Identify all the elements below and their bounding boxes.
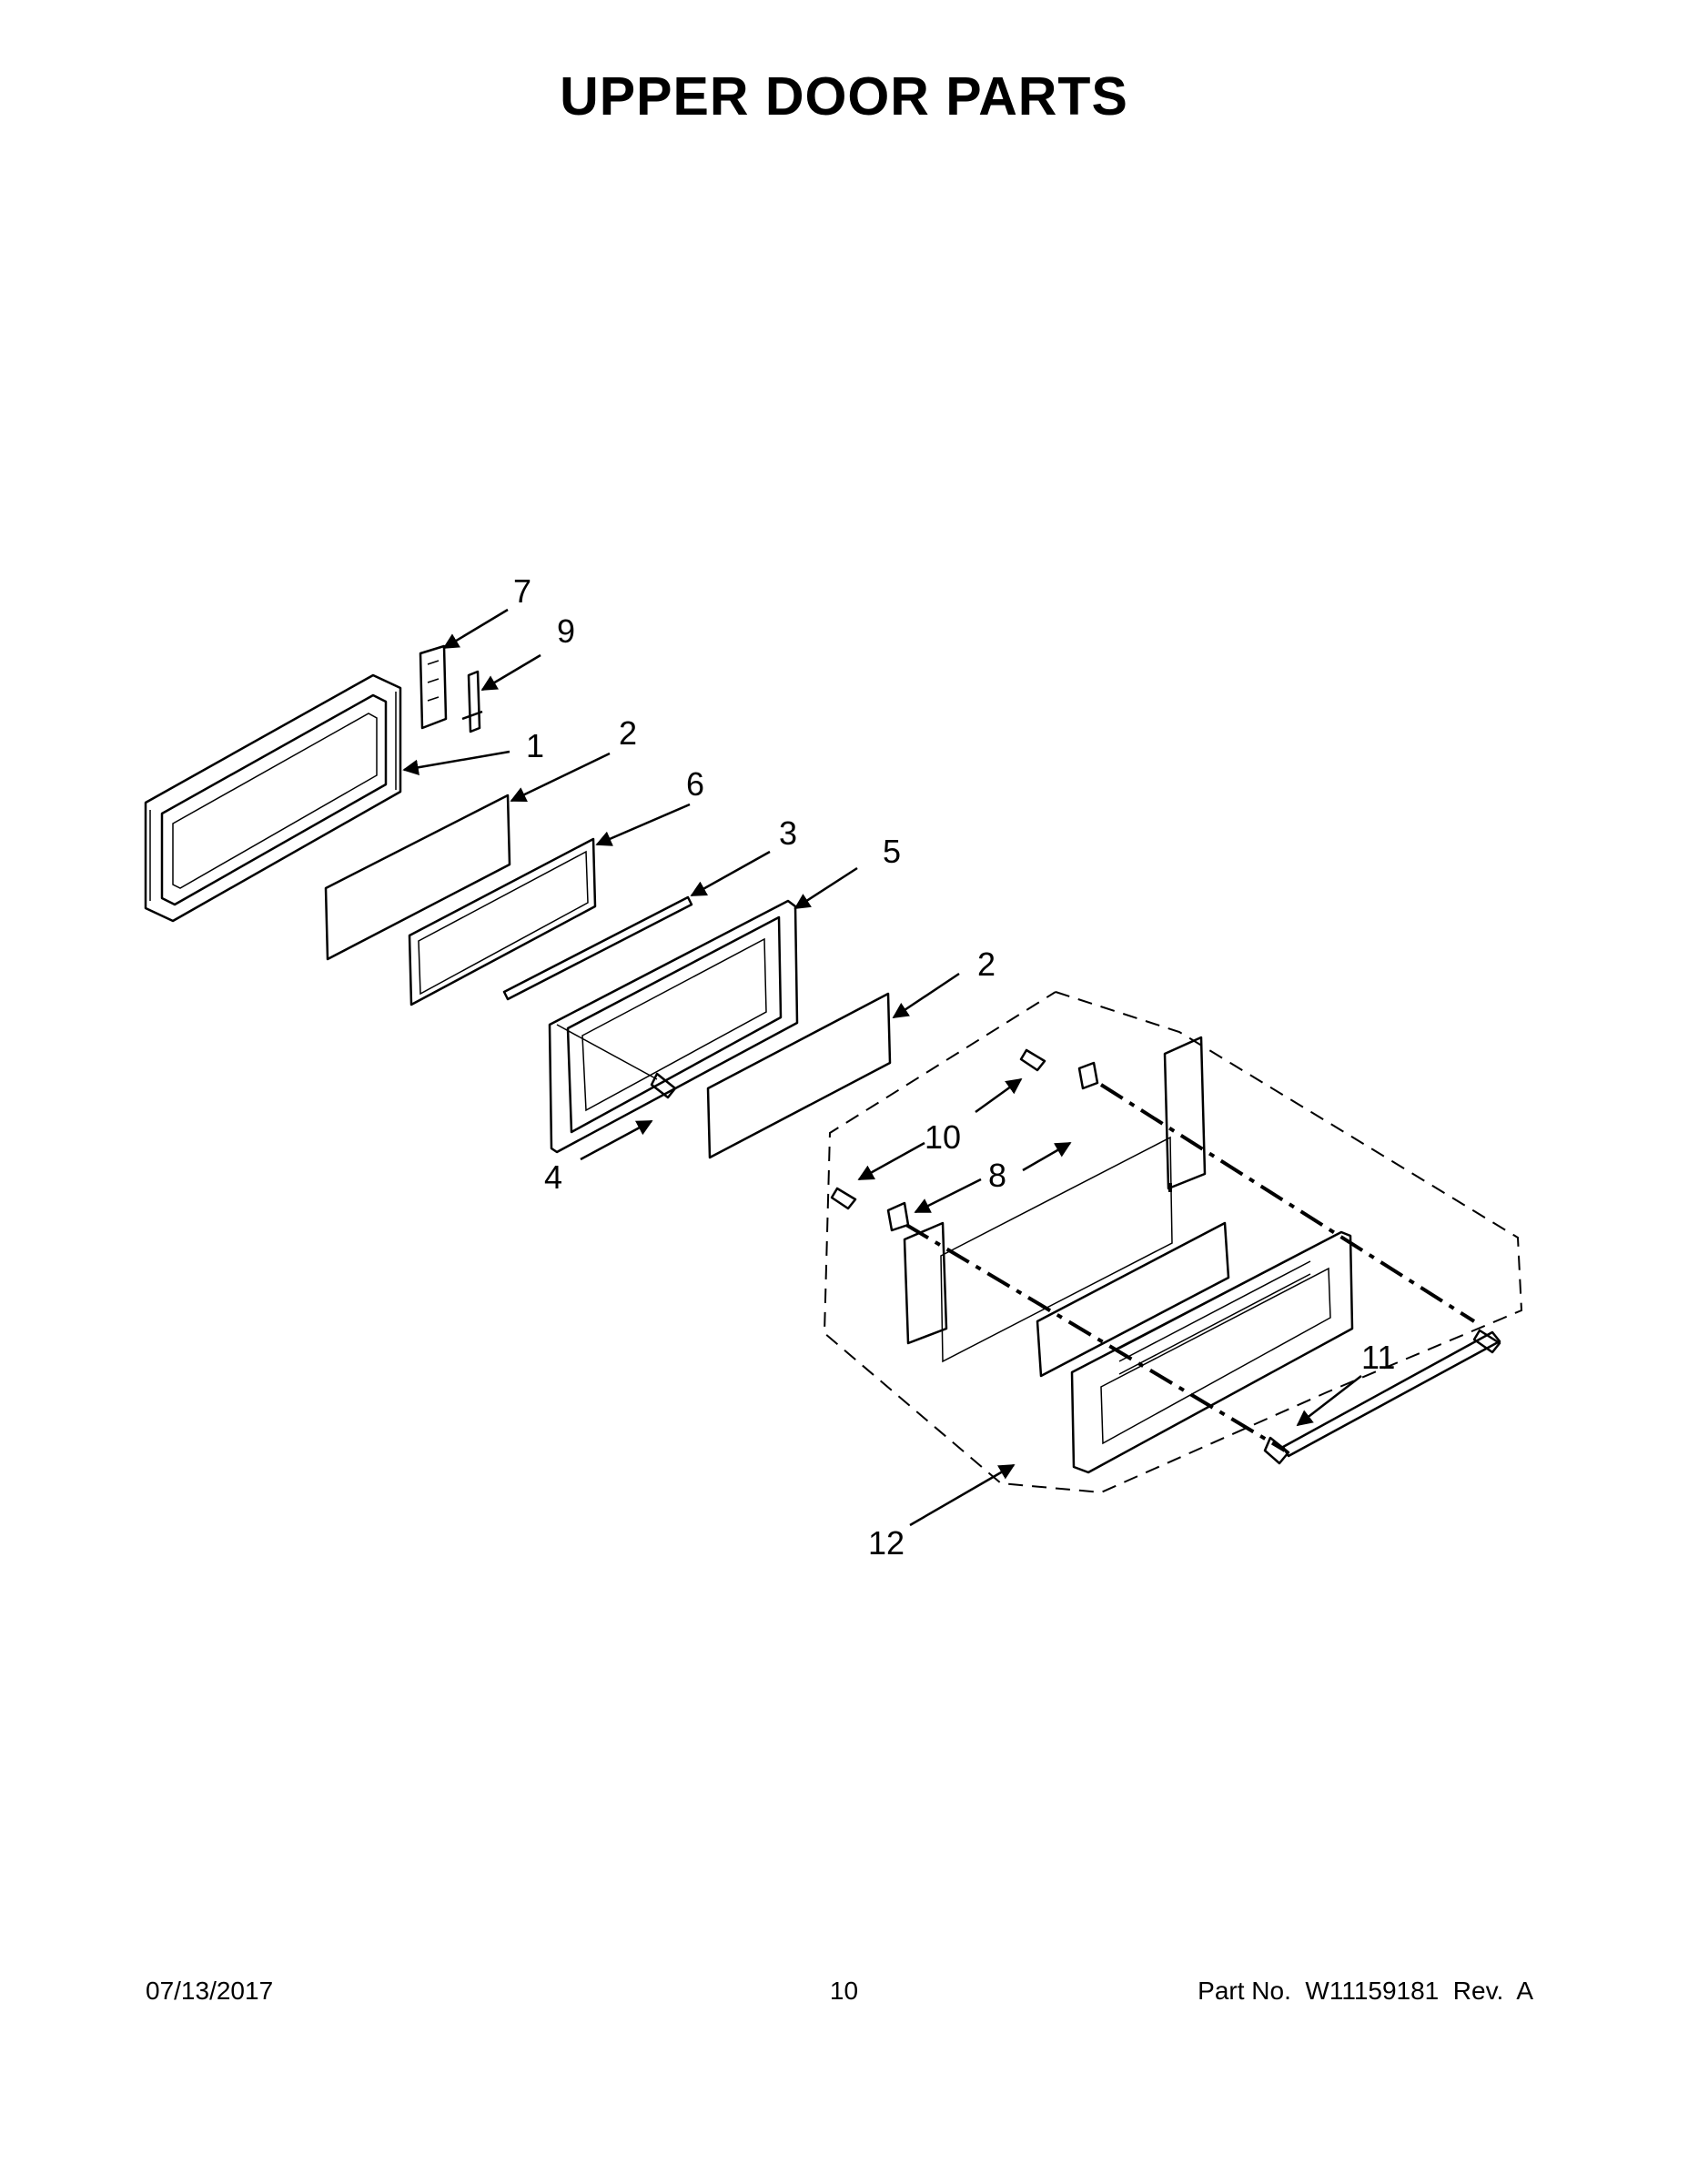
leader-10-lower xyxy=(857,1141,925,1181)
callout-leaders xyxy=(402,608,1362,1527)
leader-2-lower xyxy=(892,972,960,1019)
leader-9 xyxy=(480,653,541,692)
leader-2-upper xyxy=(510,752,611,803)
leader-3 xyxy=(690,850,771,897)
callout-6: 6 xyxy=(686,765,704,803)
callout-2-upper: 2 xyxy=(619,714,637,752)
footer-page-number: 10 xyxy=(829,1977,859,2005)
callout-12: 12 xyxy=(868,1524,905,1562)
page-title: UPPER DOOR PARTS xyxy=(560,66,1128,126)
leader-10-upper xyxy=(975,1077,1023,1114)
gasket-part xyxy=(408,837,597,1006)
callout-3: 3 xyxy=(779,814,797,852)
glass-retainer-part xyxy=(502,895,693,1001)
callout-7: 7 xyxy=(513,572,531,610)
hinge-bracket-part xyxy=(419,644,448,730)
leader-12 xyxy=(909,1463,1016,1527)
callout-1: 1 xyxy=(526,727,544,764)
footer-date: 07/13/2017 xyxy=(146,1977,274,2005)
callout-labels: 7 9 1 2 6 3 5 2 4 10 8 11 12 xyxy=(513,572,1395,1562)
leader-1 xyxy=(402,750,510,775)
callout-2-lower: 2 xyxy=(977,945,996,983)
callout-4: 4 xyxy=(544,1158,562,1196)
callout-11: 11 xyxy=(1361,1339,1395,1376)
leader-8-upper xyxy=(1022,1141,1072,1172)
door-assembly-boundary xyxy=(823,991,1523,1494)
leader-11 xyxy=(1296,1375,1362,1427)
leader-7 xyxy=(442,608,509,650)
leader-5 xyxy=(793,866,858,910)
outer-door-assembly xyxy=(830,1036,1501,1474)
callout-8: 8 xyxy=(988,1157,1006,1194)
leader-6 xyxy=(595,803,691,846)
inner-door-panel-part xyxy=(548,899,799,1154)
hinge-receiver-part xyxy=(461,670,483,733)
callout-9: 9 xyxy=(557,612,575,650)
lower-glass-panel-part xyxy=(706,992,892,1159)
callout-10: 10 xyxy=(925,1118,961,1156)
callout-5: 5 xyxy=(883,833,901,870)
screw-part xyxy=(556,1024,677,1099)
inner-door-frame-part xyxy=(144,673,402,923)
leader-8-lower xyxy=(914,1178,982,1214)
upper-glass-panel-part xyxy=(324,794,511,961)
footer-part-number: Part No. W11159181 Rev. A xyxy=(1198,1977,1533,2005)
leader-4 xyxy=(580,1119,653,1161)
